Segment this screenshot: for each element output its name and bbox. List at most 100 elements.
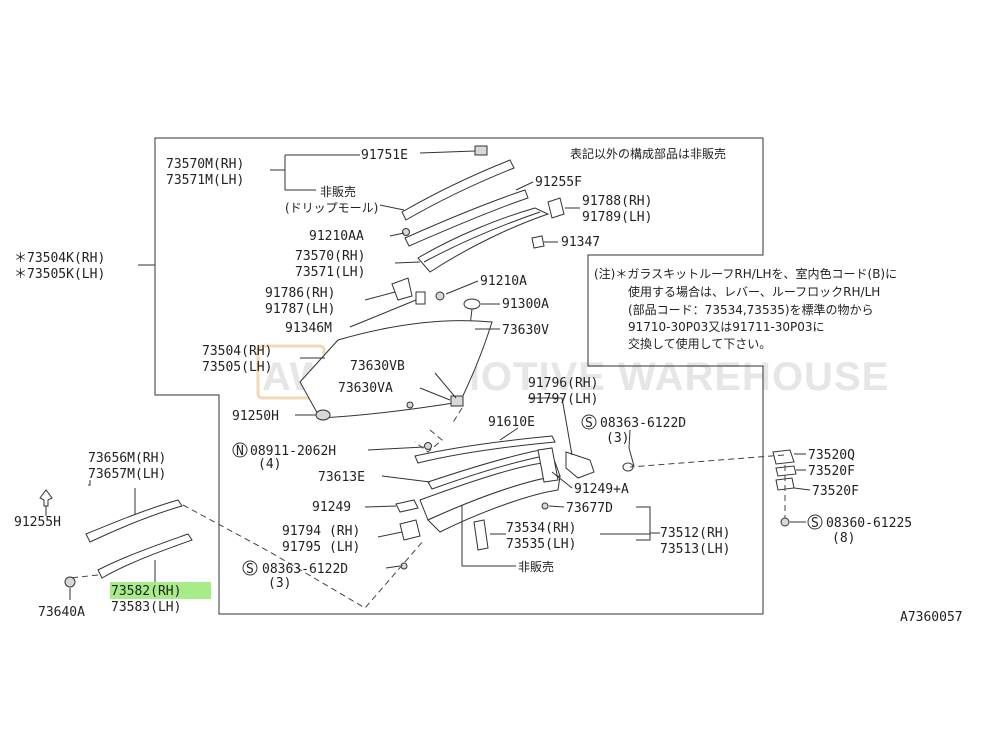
clip-73520f-a [775, 465, 797, 477]
label-73534[interactable]: 73534(RH) [506, 521, 576, 536]
label-08360[interactable]: 08360-61225 [826, 516, 912, 531]
label-73512[interactable]: 73512(RH) [660, 526, 730, 541]
leader-73512-bracket [636, 506, 651, 541]
label-08363-a[interactable]: 08363-6122D [600, 416, 686, 431]
label-08911-qty: (4) [258, 457, 281, 472]
label-91249[interactable]: 91249 [312, 500, 351, 515]
s-symbol-a [581, 414, 597, 430]
dashed-lines [69, 407, 786, 609]
part-shapes [39, 145, 797, 588]
s-symbol-b [807, 514, 823, 530]
leader-not-sold-2 [461, 505, 516, 567]
dashed-73520q [629, 454, 785, 468]
label-91786[interactable]: 91786(RH) [265, 286, 335, 301]
label-not-sold-2: 非販売 [518, 559, 554, 574]
note-not-sold-except: 表記以外の構成部品は非販売 [570, 146, 726, 161]
leader-91794 [377, 531, 403, 538]
roof-panel-73504 [299, 320, 493, 419]
label-73505k[interactable]: ＊73505K(LH) [14, 267, 105, 282]
label-91255f[interactable]: 91255F [535, 175, 582, 190]
leader-drip [379, 204, 405, 211]
pad-91249 [395, 499, 419, 513]
label-73520q[interactable]: 73520Q [808, 448, 855, 463]
label-73571m[interactable]: 73571M(LH) [166, 173, 244, 188]
label-91789[interactable]: 91789(LH) [582, 210, 652, 225]
clip-91255h [39, 489, 53, 507]
label-91797[interactable]: 91797(LH) [528, 392, 598, 407]
label-73677d[interactable]: 73677D [566, 501, 613, 516]
leader-91610e [499, 427, 519, 441]
rail-73512-lower [427, 475, 561, 533]
label-08360-qty: (8) [832, 531, 855, 546]
label-91210a[interactable]: 91210A [480, 274, 527, 289]
label-73520f-b[interactable]: 73520F [812, 484, 859, 499]
trim-73570 [417, 207, 550, 273]
clip-73677d [541, 502, 549, 510]
label-73640a[interactable]: 73640A [38, 605, 85, 620]
label-91249a[interactable]: 91249+A [574, 482, 629, 497]
label-91788[interactable]: 91788(RH) [582, 194, 652, 209]
leader-73570m-bracket [284, 155, 316, 191]
label-08363-a-qty: (3) [606, 431, 629, 446]
label-73583[interactable]: 73583(LH) [111, 600, 181, 615]
s-symbol-c-text: S [246, 562, 254, 577]
label-73582[interactable]: 73582(RH) [111, 584, 181, 599]
label-73520f-a[interactable]: 73520F [808, 464, 855, 479]
label-73504[interactable]: 73504(RH) [202, 344, 272, 359]
bracket-91786 [391, 277, 413, 301]
highlight-73582 [110, 582, 211, 599]
label-73630vb[interactable]: 73630VB [350, 359, 405, 374]
pad-91249a [537, 447, 559, 483]
label-91796[interactable]: 91796(RH) [528, 376, 598, 391]
label-91610e[interactable]: 91610E [488, 415, 535, 430]
label-08911[interactable]: 08911-2062H [250, 444, 336, 459]
bracket-91347 [531, 235, 545, 249]
label-73504k[interactable]: ＊73504K(RH) [14, 251, 105, 266]
label-91347[interactable]: 91347 [561, 235, 600, 250]
label-91787[interactable]: 91787(LH) [265, 302, 335, 317]
leader-91210a [445, 280, 479, 295]
label-91300a[interactable]: 91300A [502, 297, 549, 312]
note-line-5: 交換して使用して下さい。 [628, 336, 771, 351]
n-symbol [232, 442, 248, 458]
label-91795[interactable]: 91795 (LH) [282, 540, 360, 555]
label-73535[interactable]: 73535(LH) [506, 537, 576, 552]
lever-73534 [473, 519, 489, 551]
label-91250h[interactable]: 91250H [232, 409, 279, 424]
label-73570m[interactable]: 73570M(RH) [166, 157, 244, 172]
note-box: (注)＊ガラスキットルーフRH/LHを、室内色コード(B)に 使用する場合は、レ… [594, 266, 897, 351]
leader-91249 [364, 505, 397, 508]
dashed-roof [451, 407, 463, 425]
screw-91210aa [402, 228, 410, 236]
label-91210aa[interactable]: 91210AA [309, 229, 364, 244]
label-73630va[interactable]: 73630VA [338, 381, 393, 396]
label-73505[interactable]: 73505(LH) [202, 360, 272, 375]
roof-panel-hole [406, 401, 414, 409]
label-73570[interactable]: 73570(RH) [295, 249, 365, 264]
diagram-code: A7360057 [900, 610, 963, 625]
label-73657m[interactable]: 73657M(LH) [88, 467, 166, 482]
s-symbol-b-text: S [811, 516, 819, 531]
label-73513[interactable]: 73513(LH) [660, 542, 730, 557]
dashed-08911 [414, 429, 443, 453]
clip-73520q-right [772, 449, 795, 465]
label-73613e[interactable]: 73613E [318, 470, 365, 485]
leader-08363-b [385, 565, 401, 569]
trim-73570-detail [423, 211, 541, 263]
label-73656m[interactable]: 73656M(RH) [88, 451, 166, 466]
trim-91610e [414, 435, 556, 464]
label-91346m[interactable]: 91346M [285, 321, 332, 336]
label-08363-b[interactable]: 08363-6122D [262, 562, 348, 577]
label-91794[interactable]: 91794 (RH) [282, 524, 360, 539]
nut-08911 [424, 442, 432, 450]
s-symbol-a-text: S [585, 416, 593, 431]
label-91255h[interactable]: 91255H [14, 515, 61, 530]
bracket-91788 [547, 197, 565, 219]
leader-91210aa [389, 232, 405, 237]
label-73630v[interactable]: 73630V [502, 323, 549, 338]
leader-73630va [419, 387, 451, 401]
label-91751e[interactable]: 91751E [361, 148, 408, 163]
label-73571[interactable]: 73571(LH) [295, 265, 365, 280]
leader-91255f [515, 181, 534, 191]
